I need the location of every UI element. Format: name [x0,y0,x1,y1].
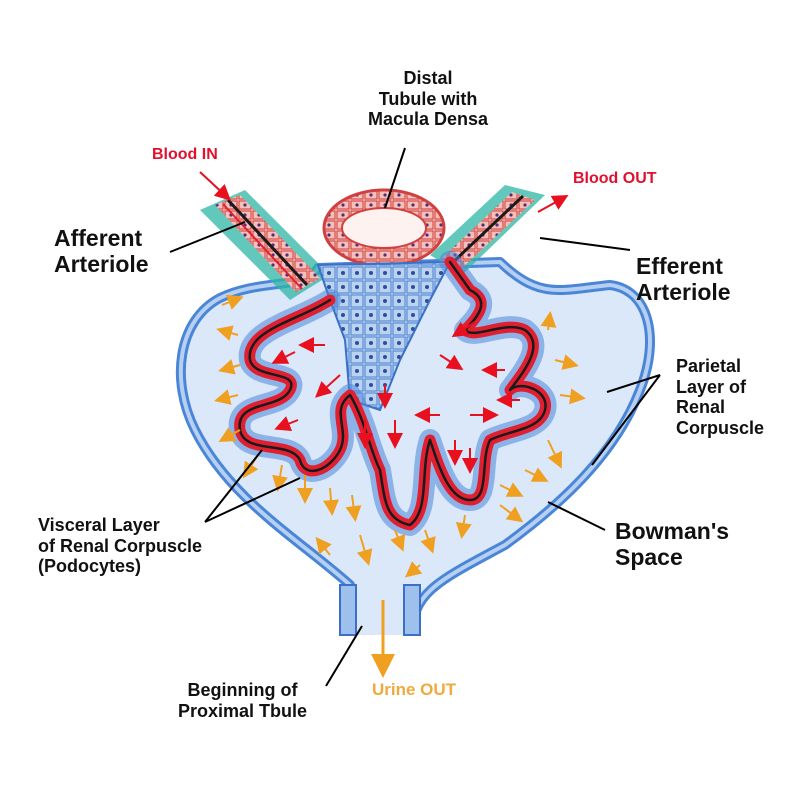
leader-lines [169,147,661,687]
distal-tubule [322,188,446,268]
blood-flow-arrows [199,171,569,474]
afferent-line-1: Afferent [54,225,143,251]
proximal-tubule-label: Beginning of Proximal Tbule [178,680,307,721]
distal-tubule-label: Distal Tubule with Macula Densa [368,68,488,130]
visceral-line-3: (Podocytes) [38,556,142,577]
efferent-arteriole-vessel [430,185,545,275]
efferent-line-2: Arteriole [636,279,731,306]
glomerular-loops [228,251,557,536]
bowman-leader [547,501,606,531]
afferent-leader [169,221,246,253]
parietal-line-4: Corpuscle [676,418,765,439]
blood-out-label: Blood OUT [573,170,657,187]
parietal-line-2: Layer of [676,376,747,397]
distal-line-2: Tubule with [378,88,478,109]
afferent-arteriole-vessel [200,190,330,300]
parietal-leader-bottom [591,374,661,466]
mesangial-cells [316,260,452,412]
visceral-layer-label: Visceral Layer of Renal Corpuscle (Podoc… [38,515,202,577]
proximal-line-1: Beginning of [187,680,298,700]
distal-leader [384,147,406,209]
visceral-leader-bottom [204,477,301,523]
efferent-line-1: Efferent [636,253,723,279]
visceral-line-2: of Renal Corpuscle [38,535,203,556]
afferent-line-2: Arteriole [54,251,149,278]
distal-line-3: Macula Densa [368,109,489,130]
bowmans-space-label: Bowman's Space [615,518,729,571]
parietal-leader-top [606,374,661,393]
urine-out-label: Urine OUT [372,680,457,699]
efferent-arteriole-label: Efferent Arteriole [636,253,731,306]
proximal-leader [325,625,363,687]
distal-line-1: Distal [403,68,453,88]
proximal-line-2: Proximal Tbule [178,700,308,721]
parietal-layer-label: Parietal Layer of Renal Corpuscle [676,356,764,439]
bowman-line-1: Bowman's [615,518,730,544]
visceral-line-1: Visceral Layer [38,515,160,535]
efferent-leader [539,237,631,251]
blood-out-arrow [537,195,569,213]
afferent-arteriole-label: Afferent Arteriole [54,225,149,278]
blood-in-arrow [199,171,231,201]
filtrate-flow-arrows [214,294,586,678]
blood-in-label: Blood IN [152,146,218,163]
visceral-leader-top [204,449,263,523]
parietal-line-1: Parietal [676,356,742,376]
parietal-line-3: Renal [676,397,726,418]
bowman-line-2: Space [615,544,683,571]
